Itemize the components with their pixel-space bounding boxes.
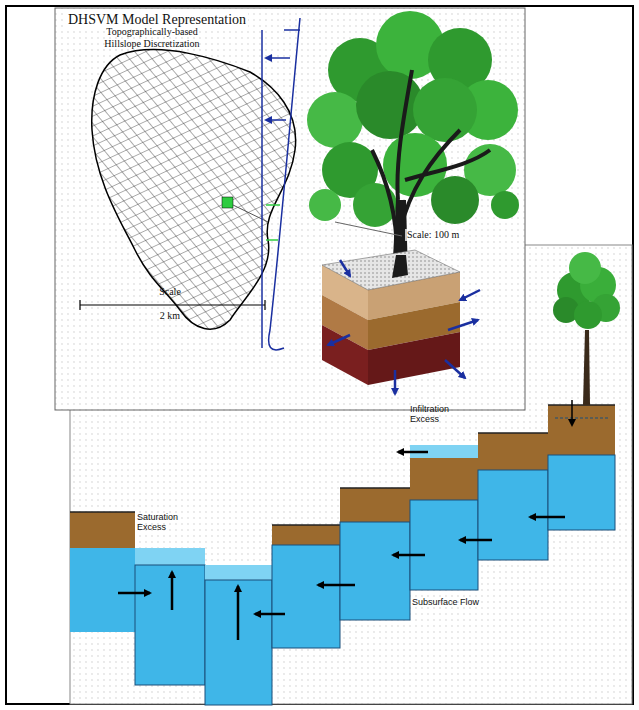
tree	[307, 11, 519, 278]
hillslope-cells	[70, 405, 615, 705]
scale-label: Scale	[150, 286, 190, 298]
flow-arrows	[118, 400, 572, 640]
soil-flux-arrows	[328, 260, 480, 394]
scale-value: 2 km	[150, 310, 190, 322]
soil-column	[322, 250, 460, 385]
process-label: Saturation Excess	[137, 512, 199, 533]
diagram-title: DHSVM Model Representation	[66, 12, 248, 28]
scale-label: Scale: 100 m	[405, 229, 461, 241]
scale-line	[335, 222, 402, 236]
figure-label: Topographically-based Hillslope Discreti…	[92, 26, 212, 49]
scale-bar	[80, 300, 265, 310]
process-label: Infiltration Excess	[410, 404, 468, 425]
small-tree	[553, 252, 620, 405]
watershed-mesh	[85, 35, 305, 345]
wind-profile	[262, 18, 300, 350]
process-label: Subsurface Flow	[412, 597, 479, 607]
